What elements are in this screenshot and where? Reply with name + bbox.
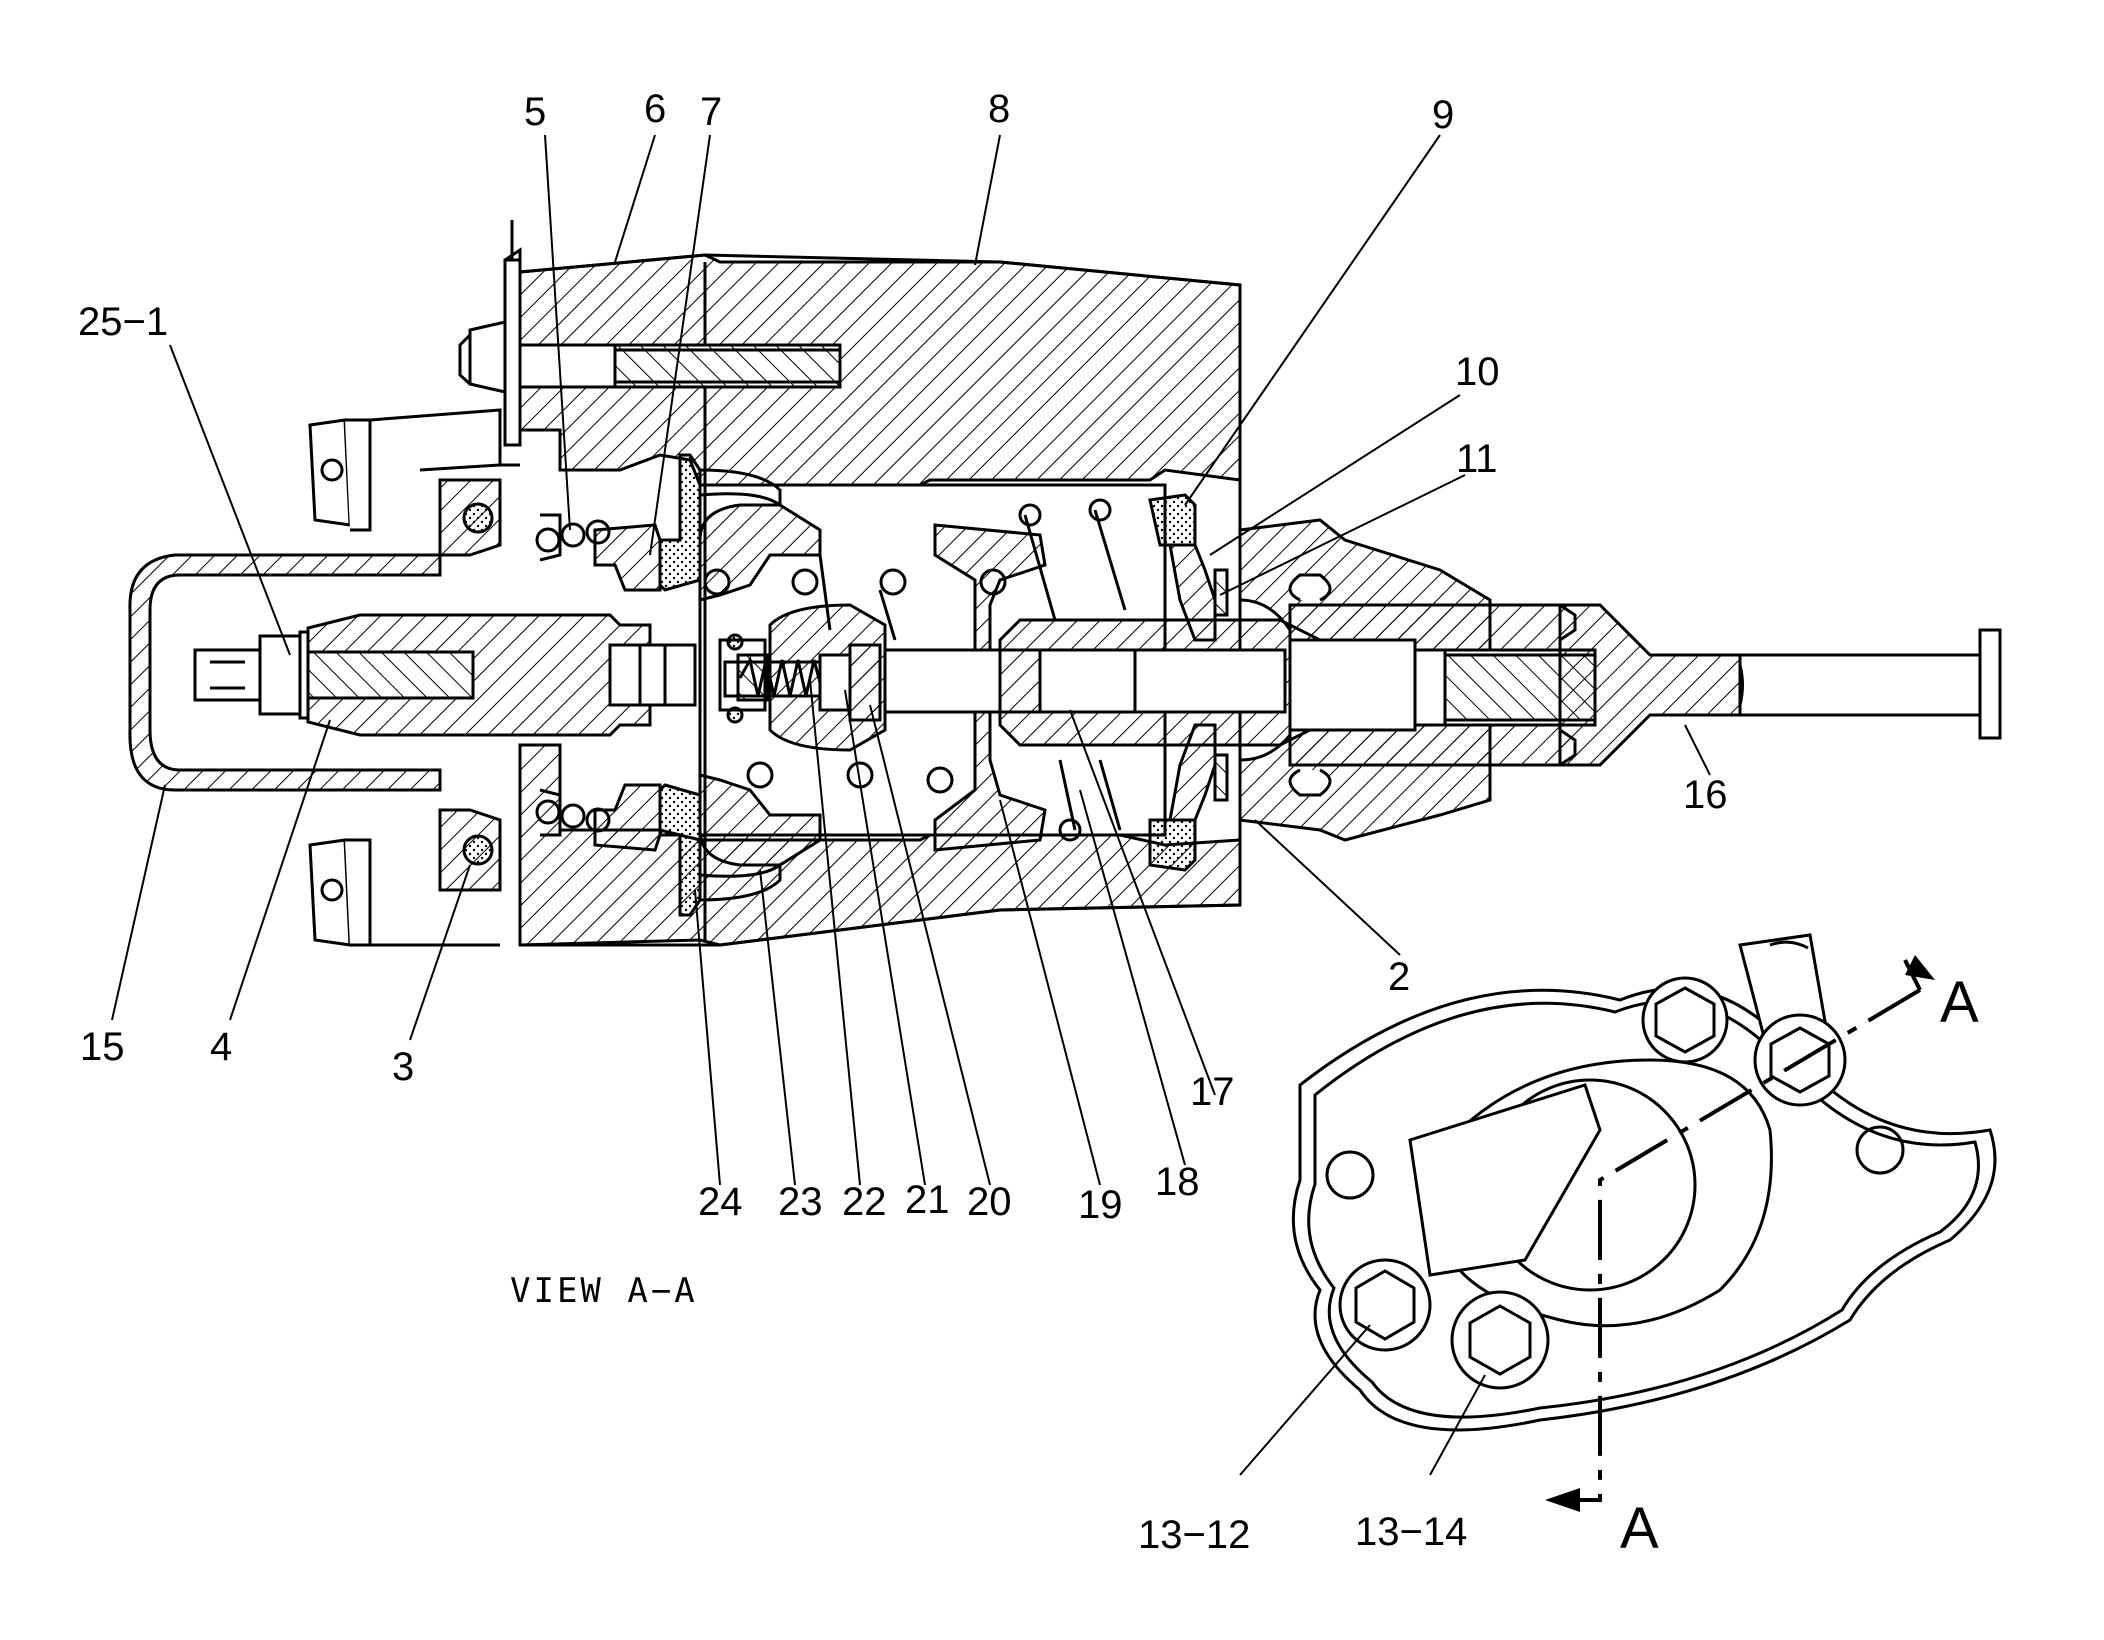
outer-spring-5 — [535, 513, 611, 837]
valve-springs — [703, 498, 1127, 842]
mount-hole-right — [1855, 1125, 1905, 1175]
callout-13-14: 13−14 — [1355, 1510, 1467, 1554]
spacer-21 — [818, 653, 852, 712]
valve-body — [698, 503, 822, 602]
callout-20: 20 — [967, 1180, 1012, 1224]
rod-end-button — [1978, 628, 2002, 740]
retainer-upper — [593, 523, 662, 592]
callout-3: 3 — [392, 1045, 414, 1089]
end-view-a-a — [1291, 933, 1997, 1512]
piston-stem — [608, 643, 697, 707]
callout-labels: 25−1 5 6 7 8 9 10 11 16 2 17 18 19 20 21… — [78, 87, 1979, 1561]
leader-lines — [111, 134, 1711, 1476]
end-view-lever — [1408, 1083, 1602, 1277]
adjusting-sleeve — [306, 613, 652, 737]
view-caption: VIEW A−A — [510, 1271, 698, 1311]
callout-21: 21 — [905, 1178, 950, 1222]
callout-13-12: 13−12 — [1138, 1513, 1250, 1557]
protective-cap — [128, 553, 442, 792]
section-label-top: A — [1940, 970, 1979, 1035]
callout-19: 19 — [1078, 1183, 1123, 1227]
callout-9: 9 — [1432, 93, 1454, 137]
end-view-outer-flange — [1291, 987, 1997, 1432]
hex-bolt-13-12 — [1338, 1258, 1432, 1352]
hex-bolt-13-14 — [1450, 1290, 1550, 1390]
callout-16: 16 — [1683, 773, 1728, 817]
callout-18: 18 — [1155, 1160, 1200, 1204]
section-line-a-a — [1560, 988, 1922, 1502]
right-seal-housing — [1148, 493, 1229, 872]
spacer-20 — [848, 643, 882, 722]
cross-section-assembly — [128, 220, 2002, 947]
section-arrow-bottom — [1545, 1488, 1580, 1512]
callout-4: 4 — [210, 1025, 232, 1069]
callout-24: 24 — [698, 1180, 743, 1224]
mount-hole-left — [1325, 1150, 1375, 1200]
top-bolt — [458, 320, 842, 394]
flange-plate — [503, 258, 522, 447]
callout-17: 17 — [1190, 1070, 1235, 1114]
callout-5: 5 — [524, 90, 546, 134]
callout-7: 7 — [700, 90, 722, 134]
hex-bolt-top — [1641, 976, 1729, 1064]
callout-8: 8 — [988, 87, 1010, 131]
callout-23: 23 — [778, 1180, 823, 1224]
callout-22: 22 — [842, 1180, 887, 1224]
left-bolt-heads — [308, 408, 502, 947]
callout-6: 6 — [644, 87, 666, 131]
callout-10: 10 — [1455, 350, 1500, 394]
callout-2: 2 — [1388, 955, 1410, 999]
retainer-lower — [593, 783, 662, 852]
callout-15: 15 — [80, 1025, 125, 1069]
callout-11: 11 — [1456, 437, 1498, 481]
section-label-bottom: A — [1620, 1496, 1659, 1561]
diaphragm-upper — [658, 453, 702, 592]
callout-25-1: 25−1 — [78, 300, 168, 344]
